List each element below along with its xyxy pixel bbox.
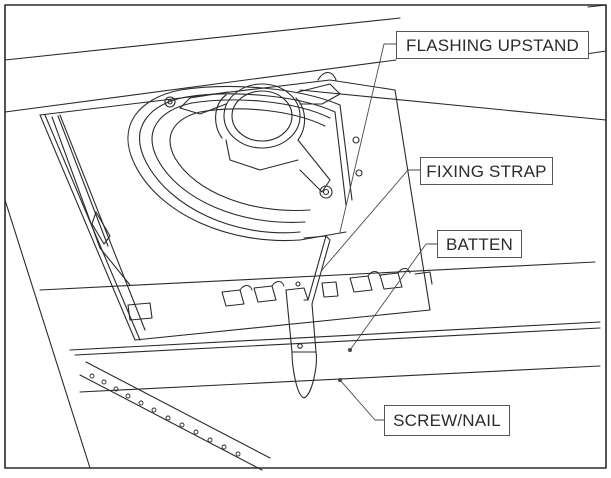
flashing-upstand — [127, 85, 353, 242]
perforated-strap — [79, 361, 271, 471]
fixing-strap — [285, 235, 331, 399]
plate-clip-tabs — [127, 267, 433, 321]
fan-motor — [164, 71, 363, 199]
fixing-strap-label: FIXING STRAP — [420, 157, 553, 185]
vent-base-plate — [39, 79, 431, 341]
leader-screw-nail — [339, 379, 385, 421]
leader-batten — [349, 243, 438, 351]
flashing-upstand-label: FLASHING UPSTAND — [396, 31, 589, 59]
screw-nail-label: SCREW/NAIL — [384, 405, 510, 436]
right-rafter — [299, 89, 607, 121]
leader-fixing-strap — [321, 169, 421, 271]
drawing-border — [4, 4, 607, 469]
batten-label: BATTEN — [437, 230, 522, 258]
leader-lines — [321, 43, 438, 421]
left-rafter — [4, 114, 146, 469]
batten — [39, 261, 601, 393]
top-rafter — [4, 4, 607, 113]
leader-flashing-upstand — [339, 43, 397, 233]
